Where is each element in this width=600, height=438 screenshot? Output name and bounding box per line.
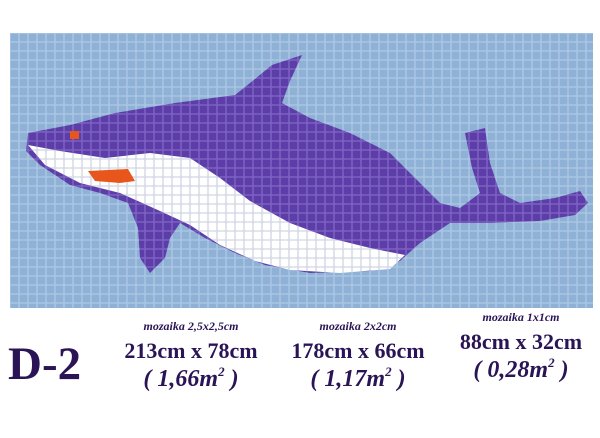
tile-size-label: mozaika 2x2cm [319,319,397,333]
dolphin-body [26,55,588,273]
area: ( 1,66m2 ) [143,364,239,392]
dimensions: 88cm x 32cm [459,329,583,354]
tile-size-label: mozaika 1x1cm [482,310,560,324]
dolphin-mosaic-image [10,33,593,308]
size-option-3: mozaika 1x1cm 88cm x 32cm ( 0,28m2 ) [446,310,596,384]
area: ( 1,17m2 ) [310,364,406,392]
size-option-2: mozaika 2x2cm 178cm x 66cm ( 1,17m2 ) [272,319,444,393]
tile-size-label: mozaika 2,5x2,5cm [143,319,239,333]
product-code: D-2 [8,338,82,390]
eye-accent [70,131,79,139]
area: ( 0,28m2 ) [473,355,569,383]
size-option-1: mozaika 2,5x2,5cm 213cm x 78cm ( 1,66m2 … [96,319,286,393]
dimensions: 178cm x 66cm [291,338,425,363]
dimensions: 213cm x 78cm [124,338,258,363]
mouth-accent [88,169,135,183]
